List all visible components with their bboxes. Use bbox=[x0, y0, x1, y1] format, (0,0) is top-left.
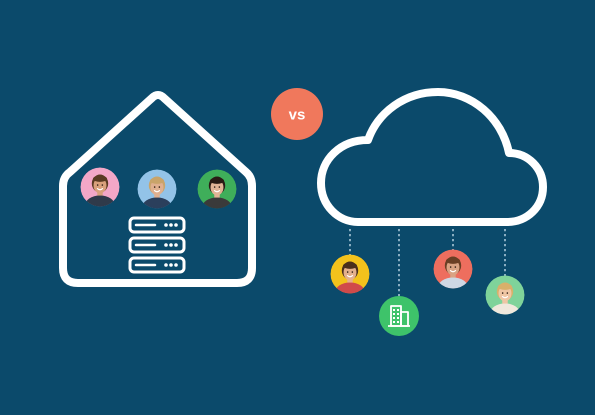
person-avatar bbox=[80, 167, 120, 207]
house-icon bbox=[59, 91, 256, 287]
person-avatar bbox=[485, 275, 525, 315]
building-icon bbox=[379, 296, 419, 336]
vs-badge: vs bbox=[271, 88, 323, 140]
person-avatar bbox=[330, 254, 370, 294]
person-avatar bbox=[197, 169, 237, 209]
cloud-icon bbox=[317, 88, 547, 226]
person-avatar bbox=[433, 249, 473, 289]
vs-label: vs bbox=[289, 107, 306, 124]
person-avatar bbox=[137, 169, 177, 209]
vs-badge-circle bbox=[271, 88, 323, 140]
server-stack-icon bbox=[128, 216, 186, 274]
cloud-connectors bbox=[349, 229, 506, 296]
